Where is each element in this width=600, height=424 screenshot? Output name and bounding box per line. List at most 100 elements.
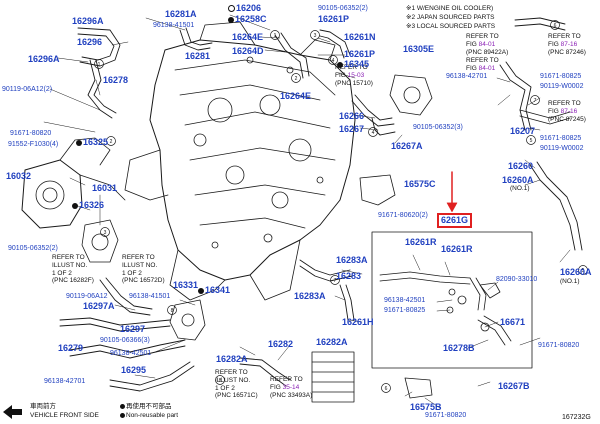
svg-text:1: 1 xyxy=(274,33,277,39)
part-16266[interactable]: 16266 xyxy=(339,111,365,121)
refer-illust-16571C[interactable]: REFER TO ILLUST NO. 1 OF 2 (PNC 16571C) xyxy=(215,369,258,400)
part-16341[interactable]: 16341 xyxy=(198,286,230,295)
part-16331[interactable]: 16331 xyxy=(173,280,199,290)
part-16305E[interactable]: 16305E xyxy=(403,44,435,54)
part-16261R[interactable]: 16261R xyxy=(405,237,437,247)
part-90105-06352[interactable]: 90105-06352(2) xyxy=(8,245,58,252)
svg-text:8: 8 xyxy=(219,378,222,384)
part-16283A[interactable]: 16283A xyxy=(294,291,326,301)
part-16258C[interactable]: 16258C xyxy=(228,15,267,24)
refer-fig-35-14[interactable]: REFER TO FIG 35-14 (PNC 33493A) xyxy=(270,376,313,400)
part-90119-06A12[interactable]: 90119-06A12 xyxy=(66,293,108,300)
catalog-id: 167232G xyxy=(562,414,591,421)
part-96138-41501[interactable]: 96138-41501 xyxy=(129,293,171,300)
svg-text:6: 6 xyxy=(385,386,388,392)
part-16281A[interactable]: 16281A xyxy=(165,9,197,19)
part-90105-06352[interactable]: 90105-06352(2) xyxy=(318,5,368,12)
svg-text:7: 7 xyxy=(534,98,537,104)
part-16283A[interactable]: 16283A xyxy=(336,255,368,265)
part-16297[interactable]: 16297 xyxy=(120,324,146,334)
part-16295[interactable]: 16295 xyxy=(121,365,147,375)
part-90119-W0002[interactable]: 90119-W0002 xyxy=(540,145,584,152)
svg-text:8: 8 xyxy=(171,308,174,314)
part-16260[interactable]: 16260 xyxy=(508,161,534,171)
part-16325[interactable]: 16325 xyxy=(76,138,108,147)
part-16261N[interactable]: 16261N xyxy=(344,32,376,42)
vehicle-front-arrow xyxy=(3,405,22,419)
part-16279[interactable]: 16279 xyxy=(58,343,84,353)
part-96138-42501[interactable]: 96138-42501 xyxy=(384,297,426,304)
part-16575B[interactable]: 16575B xyxy=(410,402,442,412)
refer-fig-84-01-b[interactable]: REFER TO FIG 84-01 xyxy=(466,57,499,73)
part-91552-F1030[interactable]: 91552-F1030(4) xyxy=(8,141,59,148)
refer-illust-16572D[interactable]: REFER TO ILLUST NO. 1 OF 2 (PNC 16572D) xyxy=(122,254,165,285)
part-96138-42701[interactable]: 96138-42701 xyxy=(446,73,488,80)
part-16032[interactable]: 16032 xyxy=(6,171,32,181)
part-16267A[interactable]: 16267A xyxy=(391,141,423,151)
part-16281[interactable]: 16281 xyxy=(185,51,211,61)
part-16261R[interactable]: 16261R xyxy=(441,244,473,254)
part-16031[interactable]: 16031 xyxy=(92,183,118,193)
part-96138-41501[interactable]: 96138-41501 xyxy=(153,22,195,29)
part-16345[interactable]: 16345 xyxy=(337,60,369,69)
part-91671-80820[interactable]: 91671-80820 xyxy=(425,412,467,419)
part-16264E[interactable]: 16264E xyxy=(232,32,264,42)
part-96138-42501[interactable]: 96138-42501 xyxy=(110,350,152,357)
part-6261G-highlighted[interactable]: 6261G xyxy=(437,213,473,228)
part-16207[interactable]: 16207 xyxy=(510,126,536,136)
part-16296[interactable]: 16296 xyxy=(77,37,103,47)
svg-text:4: 4 xyxy=(372,130,375,136)
part-91671-80825[interactable]: 91671-80825 xyxy=(384,307,426,314)
refer-illust-16282F[interactable]: REFER TO ILLUST NO. 1 OF 2 (PNC 16282F) xyxy=(52,254,94,285)
part-16264E[interactable]: 16264E xyxy=(280,91,312,101)
part-16326[interactable]: 16326 xyxy=(72,201,104,210)
part-91671-80820[interactable]: 91671-80820 xyxy=(10,130,52,137)
part-16297A[interactable]: 16297A xyxy=(83,301,115,311)
oil-filter-bracket xyxy=(389,74,433,116)
part-16206[interactable]: 16206 xyxy=(228,4,261,13)
part-16283[interactable]: 16283 xyxy=(336,271,362,281)
note-2: ※2 JAPAN SOURCED PARTS xyxy=(406,14,495,21)
part-16260A[interactable]: 16260A xyxy=(502,175,534,185)
part-16296A[interactable]: 16296A xyxy=(72,16,104,26)
part-90119-06A12[interactable]: 90119-06A12(2) xyxy=(2,86,53,93)
refer-fig-87-16-b[interactable]: REFER TO FIG 87-16 (PNC 87245) xyxy=(548,100,586,124)
part-16282A[interactable]: 16282A xyxy=(216,354,248,364)
part-16264D[interactable]: 16264D xyxy=(232,46,264,56)
bolt-icon xyxy=(198,287,204,294)
refer-fig-84-01-a[interactable]: REFER TO FIG 84-01 (PNC 89422A) xyxy=(466,33,509,57)
svg-text:1: 1 xyxy=(98,62,101,68)
part-16267B[interactable]: 16267B xyxy=(498,381,530,391)
part-16278B[interactable]: 16278B xyxy=(443,343,475,353)
part-16261H[interactable]: 16261H xyxy=(342,317,374,327)
part-no1-label: (NO.1) xyxy=(510,185,530,192)
part-82090-33010[interactable]: 82090-33010 xyxy=(496,276,538,283)
note-1: ※1 W/ENGINE OIL COOLER) xyxy=(406,5,494,12)
refer-fig-87-16-a[interactable]: REFER TO FIG 87-16 (PNC 87246) xyxy=(548,33,586,57)
part-90105-06366[interactable]: 90105-06366(3) xyxy=(100,337,150,344)
part-16261P[interactable]: 16261P xyxy=(318,14,350,24)
thermostat-drawing xyxy=(81,219,206,341)
non-reusable-icon xyxy=(120,404,125,409)
part-91671-80820[interactable]: 91671-80820 xyxy=(538,342,580,349)
part-91671-80620[interactable]: 91671-80620(2) xyxy=(378,212,428,219)
part-91671-80825[interactable]: 91671-80825 xyxy=(540,73,582,80)
bolt-icon xyxy=(337,61,343,68)
part-no1-label: (NO.1) xyxy=(560,278,580,285)
part-90119-W0002[interactable]: 90119-W0002 xyxy=(540,83,584,90)
engine-block-drawing xyxy=(124,21,356,301)
refer-fig-15-03[interactable]: REFER TO FIG 15-03 (PNC 15710) xyxy=(335,64,373,88)
part-90105-06352[interactable]: 90105-06352(3) xyxy=(413,124,463,131)
part-16575C[interactable]: 16575C xyxy=(404,179,436,189)
part-91671-80825[interactable]: 91671-80825 xyxy=(540,135,582,142)
part-16296A[interactable]: 16296A xyxy=(28,54,60,64)
part-16260A[interactable]: 16260A xyxy=(560,267,592,277)
water-pump-drawing xyxy=(21,137,126,229)
part-16261P[interactable]: 16261P xyxy=(344,49,376,59)
part-96138-42701[interactable]: 96138-42701 xyxy=(44,378,86,385)
part-16282[interactable]: 16282 xyxy=(268,339,294,349)
part-16278[interactable]: 16278 xyxy=(103,75,129,85)
part-16282A[interactable]: 16282A xyxy=(316,337,348,347)
part-16267[interactable]: 16267 xyxy=(339,124,365,134)
part-16671[interactable]: 16671 xyxy=(500,317,526,327)
